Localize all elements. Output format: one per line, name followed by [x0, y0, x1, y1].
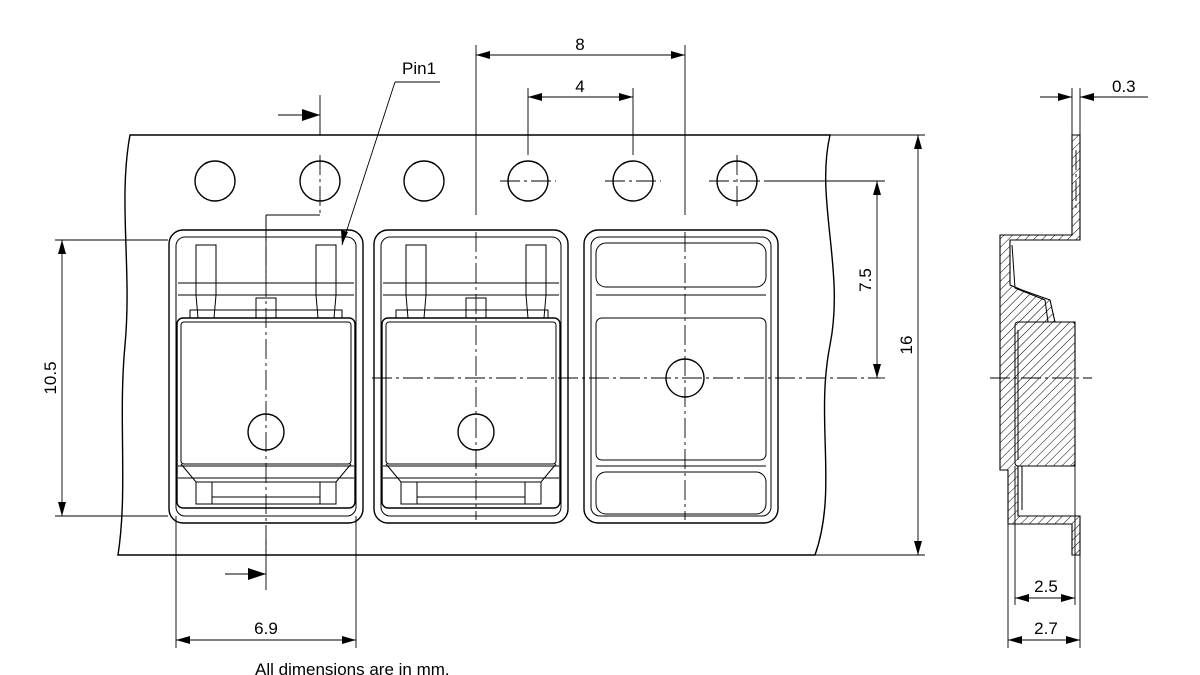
sprocket-hole [403, 160, 445, 202]
pocket-length-label: 10.5 [41, 361, 60, 394]
thickness-label: 0.3 [1112, 77, 1136, 96]
hole-to-center-label: 7.5 [856, 268, 875, 292]
pin1-label: Pin1 [402, 59, 436, 78]
pocket-width-label: 6.9 [254, 619, 278, 638]
pocket-depth-outer-label: 2.7 [1034, 619, 1058, 638]
sprocket-hole [194, 160, 236, 202]
pocket-3-empty [583, 229, 779, 524]
side-view [990, 134, 1092, 556]
units-note: All dimensions are in mm. [255, 660, 450, 675]
component-2 [381, 244, 561, 509]
centerlines [265, 215, 880, 552]
pocket-2 [373, 229, 569, 524]
dimensions [55, 45, 1148, 648]
sprocket-holes [194, 155, 765, 215]
hole-pitch-label: 4 [575, 77, 584, 96]
tape-width-label: 16 [897, 336, 916, 355]
pitch-label: 8 [575, 35, 584, 54]
labels: Pin1 8 4 0.3 7.5 16 10.5 6.9 2.5 2.7 All… [41, 35, 1136, 675]
pocket-depth-inner-label: 2.5 [1034, 577, 1058, 596]
